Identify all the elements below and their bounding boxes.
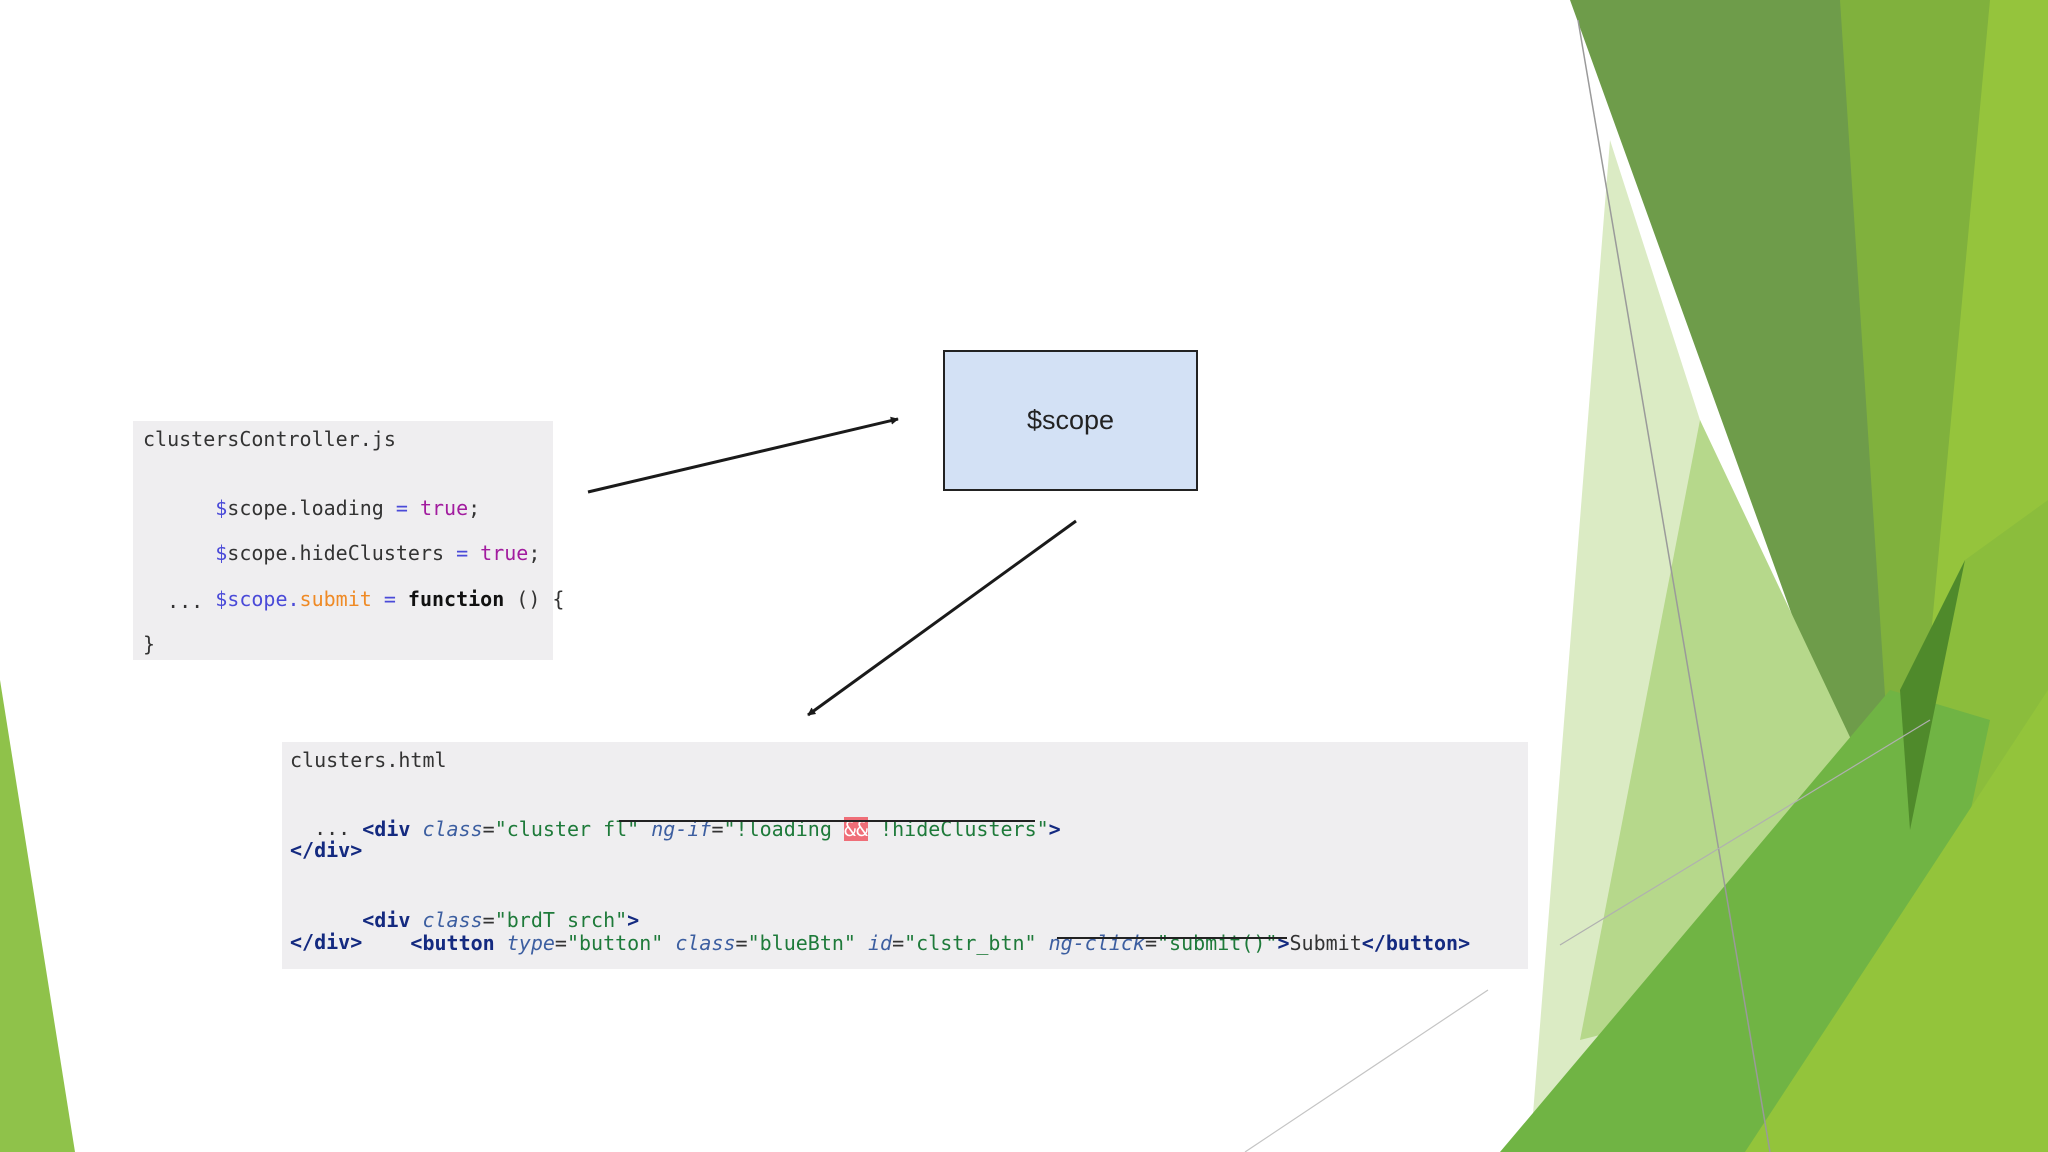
- code-token: id: [856, 931, 892, 955]
- code-token: scope.hideClusters: [227, 541, 456, 565]
- scope-box-label: $scope: [1027, 405, 1114, 436]
- ng-click-underline: [1057, 937, 1287, 939]
- code-token: true: [480, 541, 528, 565]
- code-token: =: [892, 931, 904, 955]
- template-line-button: <button type="button" class="blueBtn" id…: [290, 907, 1470, 979]
- code-token: $scope.: [215, 587, 299, 611]
- template-code-panel: clusters.html <div class="cluster fl" ng…: [282, 742, 1528, 969]
- code-token: "button": [567, 931, 663, 955]
- code-token: ng-click: [1037, 931, 1145, 955]
- code-token: ;: [528, 541, 540, 565]
- code-token: "blueBtn": [748, 931, 856, 955]
- code-token: >: [1277, 931, 1289, 955]
- template-line-div-cluster: <div class="cluster fl" ng-if="!loading …: [290, 793, 1061, 865]
- controller-code-panel: clustersController.js $scope.loading = t…: [133, 421, 553, 660]
- scope-box: $scope: [943, 350, 1198, 491]
- code-token: =: [456, 541, 480, 565]
- controller-filename: clustersController.js: [143, 427, 396, 451]
- code-token: function: [408, 587, 504, 611]
- controller-line-close: }: [143, 632, 155, 656]
- code-token: =: [372, 587, 408, 611]
- template-line-ellipsis: ...: [290, 816, 350, 840]
- arrow-scope-to-template: [808, 521, 1076, 715]
- code-token: class: [663, 931, 735, 955]
- ng-if-underline: [619, 820, 1035, 822]
- code-token: >: [1049, 817, 1061, 841]
- template-line-close-div-1: </div>: [290, 838, 362, 862]
- code-token: $: [215, 541, 227, 565]
- code-token: submit: [300, 587, 372, 611]
- controller-line-submit: $scope.submit = function () {: [143, 563, 564, 635]
- code-token: "submit()": [1157, 931, 1277, 955]
- code-token: =: [1145, 931, 1157, 955]
- code-token: () {: [504, 587, 564, 611]
- code-token: <button: [362, 931, 494, 955]
- code-token: <div: [362, 817, 410, 841]
- code-token: >: [1458, 931, 1470, 955]
- code-token: </button: [1362, 931, 1458, 955]
- controller-line-ellipsis: ...: [143, 589, 203, 613]
- arrow-controller-to-scope: [588, 419, 898, 492]
- code-token: type: [495, 931, 555, 955]
- code-token: "clstr_btn": [904, 931, 1036, 955]
- code-token: =: [736, 931, 748, 955]
- code-token: =: [555, 931, 567, 955]
- code-token: =: [483, 817, 495, 841]
- template-filename: clusters.html: [290, 748, 447, 772]
- code-token: class: [410, 817, 482, 841]
- code-token: Submit: [1289, 931, 1361, 955]
- code-token: "cluster fl": [495, 817, 640, 841]
- template-line-close-div-2: </div>: [290, 930, 362, 954]
